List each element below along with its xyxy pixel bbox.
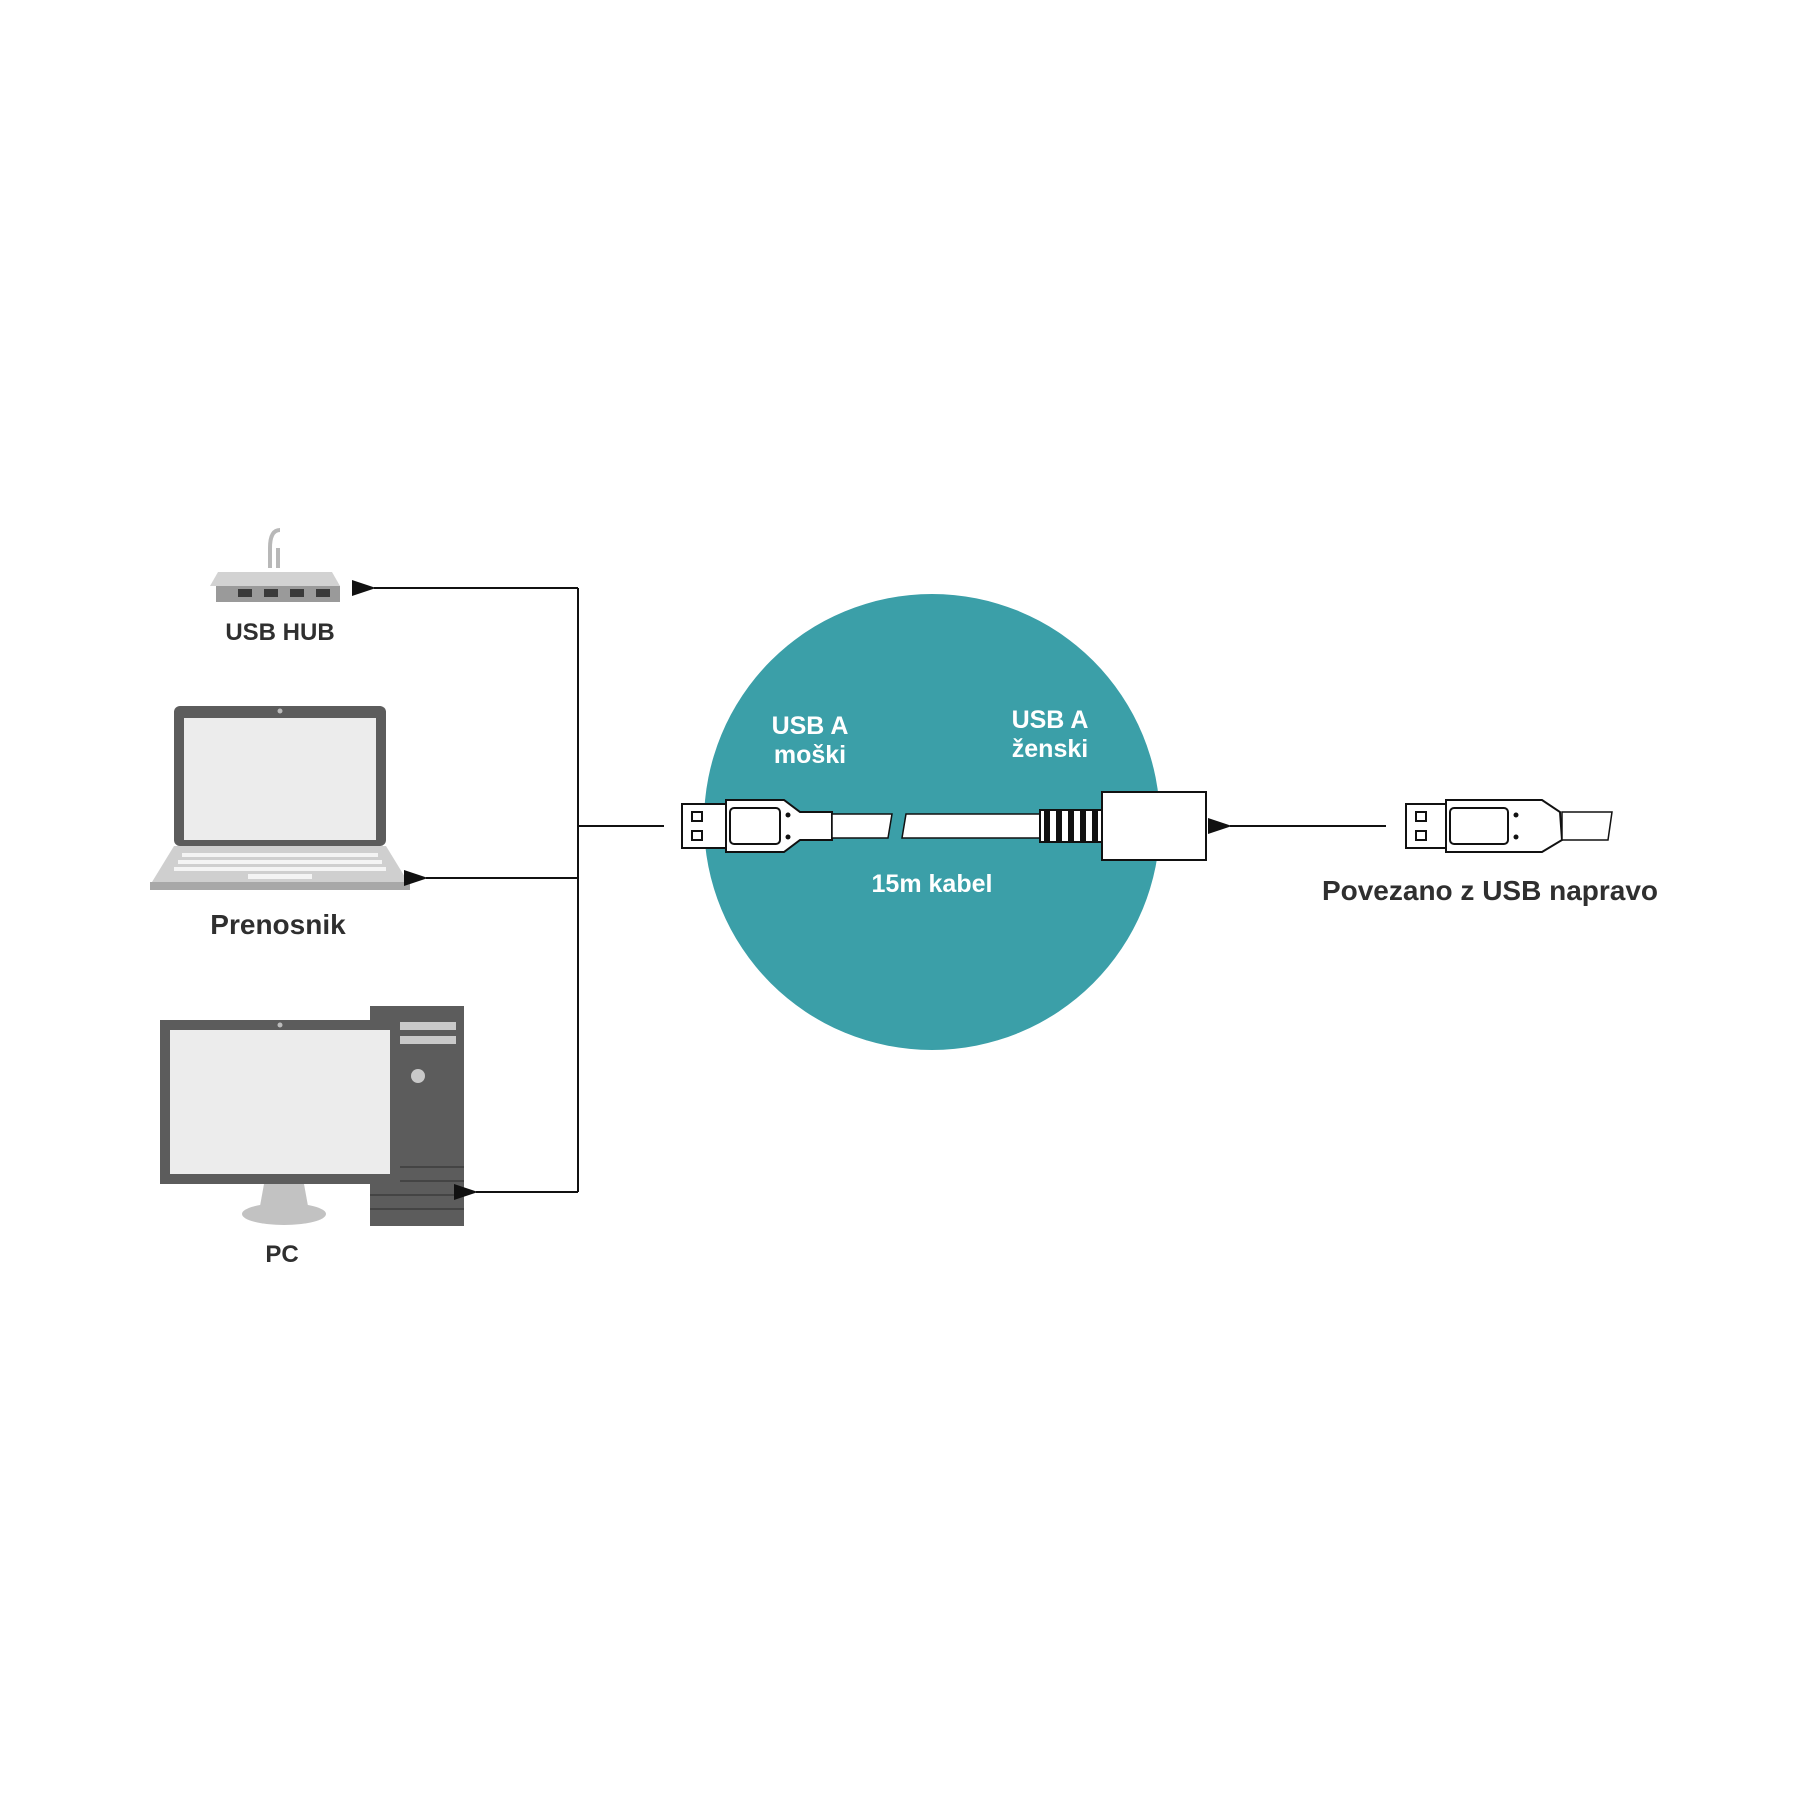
laptop-icon <box>150 706 410 890</box>
usb-device-plug-icon <box>1405 799 1613 853</box>
device-connector-lines <box>352 580 664 1200</box>
usb-device-label: Povezano z USB napravo <box>1322 875 1658 906</box>
usb-cable <box>681 791 1207 861</box>
usb-hub-label: USB HUB <box>225 619 334 646</box>
female-label-line1: USB A <box>1012 706 1089 734</box>
pc-label: PC <box>265 1241 298 1268</box>
female-label-line2: ženski <box>1012 735 1088 763</box>
male-label-line2: moški <box>774 741 846 769</box>
usb-hub-icon <box>210 528 340 602</box>
usb-a-female-socket-icon <box>1039 791 1207 861</box>
male-label-line1: USB A <box>772 712 849 740</box>
usb-a-male-plug-icon <box>681 799 893 853</box>
laptop-label: Prenosnik <box>210 909 346 940</box>
cable-length-label: 15m kabel <box>872 870 993 898</box>
pc-icon <box>160 1006 464 1226</box>
